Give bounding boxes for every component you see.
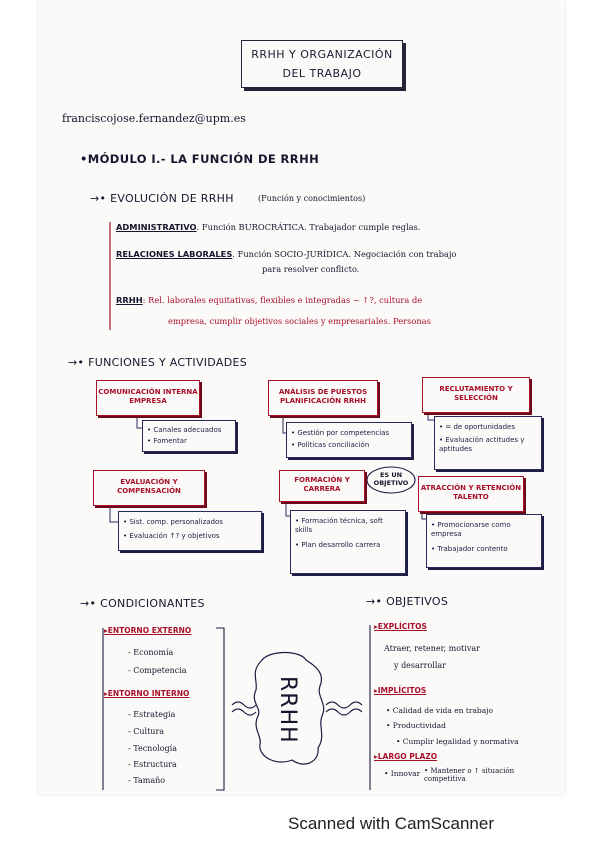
implicito-item: • Cumplir legalidad y normativa [396,737,519,746]
function-title: ATRACCIÓN Y RETENCIÓN TALENTO [420,484,522,501]
evolucion-item-text: . Función BUROCRÁTICA. Trabajador cumple… [196,222,421,232]
function-title: COMUNICACIÓN INTERNA EMPRESA [98,388,198,405]
condicionante-item: - Cultura [128,727,165,736]
evolucion-item: RRHH: Rel. laborales equitativas, flexib… [116,295,422,305]
scanner-watermark: Scanned with CamScanner [288,814,495,833]
implicitos-label: ▸IMPLÍCITOS [374,686,427,695]
condicionante-item: - Competencia [128,666,187,675]
evolucion-item-label: ADMINISTRATIVO [116,222,197,232]
condicionante-item: - Tecnología [128,744,177,753]
function-box-title: ATRACCIÓN Y RETENCIÓN TALENTO [418,476,524,512]
funciones-heading: →• FUNCIONES Y ACTIVIDADES [68,356,248,369]
function-item: • Evaluación actitudes y aptitudes [439,436,525,453]
evolucion-item-label: RRHH [116,295,143,305]
module-heading: •MÓDULO I.- LA FUNCIÓN DE RRHH [80,152,320,166]
explicitos-text-2: y desarrollar [394,661,446,670]
function-item: • Plan desarrollo carrera [295,541,381,549]
function-box-title: COMUNICACIÓN INTERNA EMPRESA [96,380,200,416]
evolucion-item: RELACIONES LABORALES. Función SOCIO-JURÍ… [116,249,456,259]
function-item: • Evaluación ↑? y objetivos [123,532,220,540]
evolucion-item-text-2: para resolver conflicto. [262,264,360,274]
function-box-items: • Sist. comp. personalizados • Evaluació… [118,511,262,551]
function-item: • Sist. comp. personalizados [123,518,223,526]
implicito-item: • Calidad de vida en trabajo [386,706,494,715]
evolucion-item-label: RELACIONES LABORALES [116,249,233,259]
function-item: • Gestión por competencias [291,429,390,437]
function-item: • Formación técnica, soft skills [295,517,383,534]
largo-plazo-item: • Innovar [384,769,421,778]
evolucion-item: ADMINISTRATIVO. Función BUROCRÁTICA. Tra… [116,222,420,232]
function-item: • Canales adecuados [147,426,222,434]
function-box-items: • = de oportunidades • Evaluación actitu… [434,416,542,470]
entorno-interno-label: ▸ENTORNO INTERNO [104,689,190,698]
function-title: ANÁLISIS DE PUESTOS PLANIFICACIÓN RRHH [278,388,368,405]
function-title: RECLUTAMIENTO Y SELECCIÓN [439,385,513,402]
explicitos-label: ▸EXPLÍCITOS [374,622,427,631]
largo-plazo-label: ▸LARGO PLAZO [374,752,438,761]
condicionante-item: - Estructura [128,760,177,769]
evolucion-subheading: (Función y conocimientos) [258,194,366,203]
evolucion-item-text: : Rel. laborales equitativas, flexibles … [142,295,423,305]
objetivos-heading: →• OBJETIVOS [366,595,449,608]
function-box-items: • Canales adecuados • Fomentar [142,420,236,452]
function-box-items: • Promocionarse como empresa • Trabajado… [426,514,542,568]
condicionantes-heading: →• CONDICIONANTES [80,597,205,610]
center-rrhh-label: RRHH [275,676,300,744]
function-item: • = de oportunidades [439,423,515,431]
largo-plazo-item: • Mantener o ↑ situación competitiva [424,767,515,783]
function-box-title: RECLUTAMIENTO Y SELECCIÓN [422,377,530,413]
function-item: • Promocionarse como empresa [431,521,511,538]
email-text: franciscojose.fernandez@upm.es [62,112,246,125]
function-item: • Trabajador contento [431,545,508,553]
implicito-item: • Productividad [386,721,446,730]
evolucion-item-text-2: empresa, cumplir objetivos sociales y em… [168,316,431,326]
function-box-title: EVALUACIÓN Y COMPENSACIÓN [93,470,205,506]
explicitos-text: Atraer, retener, motivar [384,644,480,653]
function-box-title: FORMACIÓN Y CARRERA [279,470,365,502]
condicionante-item: - Economía [128,648,174,657]
title-line-1: RRHH Y ORGANIZACIÓN [251,48,393,61]
function-item: • Políticas conciliación [291,441,370,449]
condicionante-item: - Estrategia [128,710,176,719]
condicionante-item: - Tamaño [128,776,166,785]
evolucion-item-text: . Función SOCIO-JURÍDICA. Negociación co… [232,249,457,259]
evolucion-heading: →• EVOLUCIÓN DE RRHH [90,192,234,205]
function-box-items: • Gestión por competencias • Políticas c… [286,422,412,458]
function-item: • Fomentar [147,437,187,445]
title-line-2: DEL TRABAJO [282,67,362,80]
function-box-items: • Formación técnica, soft skills • Plan … [290,510,406,574]
page-title: RRHH Y ORGANIZACIÓN DEL TRABAJO [241,40,403,88]
function-title: FORMACIÓN Y CARRERA [294,476,350,493]
function-title: EVALUACIÓN Y COMPENSACIÓN [117,478,181,495]
objective-bubble: ES UN OBJETIVO [373,471,409,487]
entorno-externo-label: ▸ENTORNO EXTERNO [104,626,192,635]
function-box-title: ANÁLISIS DE PUESTOS PLANIFICACIÓN RRHH [268,380,378,416]
